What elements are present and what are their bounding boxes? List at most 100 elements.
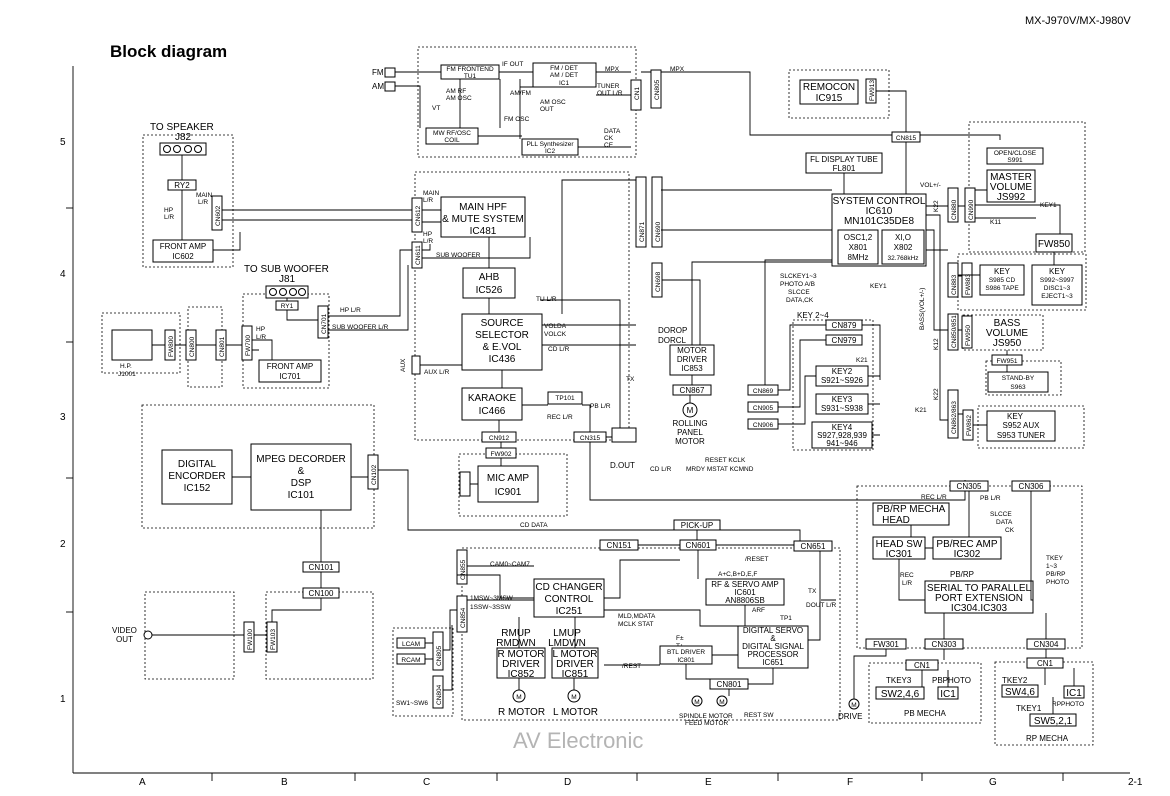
svg-text:CN869: CN869 — [753, 388, 774, 395]
cn805-connector — [650, 69, 662, 109]
svg-text:DATA: DATA — [996, 519, 1013, 526]
r-motor-driver-block — [496, 647, 546, 679]
row-2: 2 — [60, 539, 66, 550]
svg-text:CD CHANGER: CD CHANGER — [535, 582, 602, 593]
svg-text:L/R: L/R — [198, 199, 208, 206]
svg-text:SPINDLE MOTOR: SPINDLE MOTOR — [679, 713, 733, 720]
svg-text:TX: TX — [808, 588, 817, 595]
svg-text:FL DISPLAY TUBE: FL DISPLAY TUBE — [810, 155, 878, 164]
svg-text:CD L/R: CD L/R — [548, 346, 570, 353]
svg-text:FW850: FW850 — [1038, 239, 1071, 250]
cn850-connector — [947, 313, 959, 351]
frame-grid — [66, 66, 1130, 781]
svg-text:KEY4: KEY4 — [832, 423, 853, 432]
svg-text:FW301: FW301 — [873, 640, 899, 649]
svg-text:/REST: /REST — [622, 663, 641, 670]
svg-text:TP1: TP1 — [780, 615, 792, 622]
svg-text:FW902: FW902 — [491, 451, 512, 458]
master-volume-block — [986, 169, 1036, 203]
svg-text:VIDEO: VIDEO — [112, 626, 137, 635]
sw46-block — [1001, 684, 1039, 698]
svg-text:STAND-BY: STAND-BY — [1002, 375, 1035, 382]
svg-text:1~3: 1~3 — [1046, 563, 1057, 570]
svg-text:DOROP: DOROP — [658, 326, 687, 335]
svg-text:TO SPEAKER: TO SPEAKER — [150, 122, 214, 133]
front-amp-701-block — [258, 359, 322, 383]
svg-text:REC: REC — [900, 572, 914, 579]
svg-text:R MOTOR: R MOTOR — [498, 707, 545, 718]
svg-text:PHOTO: PHOTO — [1046, 579, 1069, 586]
svg-text:FRONT AMP: FRONT AMP — [267, 362, 314, 371]
svg-text:S992~S997: S992~S997 — [1040, 277, 1075, 284]
fm-jack-icon — [384, 67, 396, 78]
svg-text:1SSW~3SSW: 1SSW~3SSW — [470, 604, 512, 611]
svg-text:HP: HP — [423, 231, 432, 238]
svg-text:VOLDA: VOLDA — [544, 323, 567, 330]
svg-text:SW2,4,6: SW2,4,6 — [881, 689, 920, 700]
svg-text:DISC1~3: DISC1~3 — [1044, 285, 1071, 292]
svg-text:DIGITAL SIGNAL: DIGITAL SIGNAL — [742, 642, 804, 651]
cn612-connector — [411, 197, 423, 233]
svg-text:PBPHOTO: PBPHOTO — [932, 676, 971, 685]
fm-label: FM — [372, 68, 384, 77]
svg-text:K21: K21 — [915, 407, 927, 414]
svg-text:CN883: CN883 — [951, 274, 958, 295]
svg-text:H.P.: H.P. — [120, 363, 132, 370]
fw950-connector — [961, 315, 973, 349]
svg-text:IC1: IC1 — [940, 689, 956, 700]
svg-text:CN315: CN315 — [580, 435, 601, 442]
sw246-block — [875, 686, 925, 700]
mic-amp-block — [477, 465, 539, 503]
svg-text:CN151: CN151 — [607, 541, 632, 550]
svg-text:DRIVER: DRIVER — [556, 659, 594, 670]
svg-text:DSP: DSP — [291, 478, 312, 489]
svg-text:PB L/R: PB L/R — [590, 403, 611, 410]
svg-text:CN306: CN306 — [1019, 482, 1044, 491]
main-hpf-block — [440, 196, 526, 238]
col-a: A — [139, 777, 146, 788]
svg-text:CN804: CN804 — [436, 684, 443, 705]
svg-text:TU L/R: TU L/R — [536, 296, 557, 303]
svg-text:OUT: OUT — [540, 106, 554, 113]
svg-text:IC601: IC601 — [734, 588, 756, 597]
row-4: 4 — [60, 269, 66, 280]
svg-text:AN8806SB: AN8806SB — [725, 596, 765, 605]
svg-text:PB/RP: PB/RP — [1046, 571, 1066, 578]
svg-text:SLCCE: SLCCE — [990, 511, 1012, 518]
svg-text:HP: HP — [164, 207, 173, 214]
l-motor-driver-block — [551, 647, 599, 679]
svg-text:32.768kHz: 32.768kHz — [887, 255, 918, 262]
svg-text:CN862/863: CN862/863 — [951, 401, 958, 434]
row-1: 1 — [60, 694, 66, 705]
svg-text:FW950: FW950 — [965, 325, 972, 346]
svg-text:RY1: RY1 — [281, 303, 294, 310]
svg-text:RCAM: RCAM — [401, 657, 420, 664]
source-selector-block — [461, 313, 543, 371]
svg-text:L MOTOR: L MOTOR — [552, 649, 597, 660]
col-g: G — [989, 777, 997, 788]
svg-text:X801: X801 — [849, 243, 868, 252]
svg-text:FW100: FW100 — [247, 629, 254, 650]
svg-text:XI,O: XI,O — [895, 233, 911, 242]
fw700-connector — [241, 325, 253, 361]
svg-text:RMUP: RMUP — [501, 628, 531, 639]
am-jack-icon — [384, 81, 396, 92]
svg-text:PB/REC AMP: PB/REC AMP — [936, 539, 997, 550]
svg-text:MPX: MPX — [605, 66, 620, 73]
svg-text:FL801: FL801 — [833, 164, 856, 173]
svg-text:FW700: FW700 — [245, 335, 252, 356]
svg-text:941~946: 941~946 — [826, 439, 858, 448]
svg-text:AUX L/R: AUX L/R — [424, 369, 450, 376]
cn805-cam-connector — [432, 631, 444, 671]
svg-text:CN690: CN690 — [655, 221, 662, 242]
cn651-connector — [793, 540, 833, 552]
svg-text:K22: K22 — [933, 388, 940, 400]
svg-text:L/R: L/R — [423, 238, 433, 245]
svg-text:KEY: KEY — [1049, 267, 1066, 276]
svg-text:MASTER: MASTER — [990, 172, 1032, 183]
karaoke-block — [461, 387, 523, 421]
svg-text:IC852: IC852 — [508, 669, 535, 680]
svg-text:IC1: IC1 — [559, 80, 570, 87]
svg-text:KEY1: KEY1 — [870, 283, 887, 290]
svg-text:CN990: CN990 — [968, 199, 975, 220]
